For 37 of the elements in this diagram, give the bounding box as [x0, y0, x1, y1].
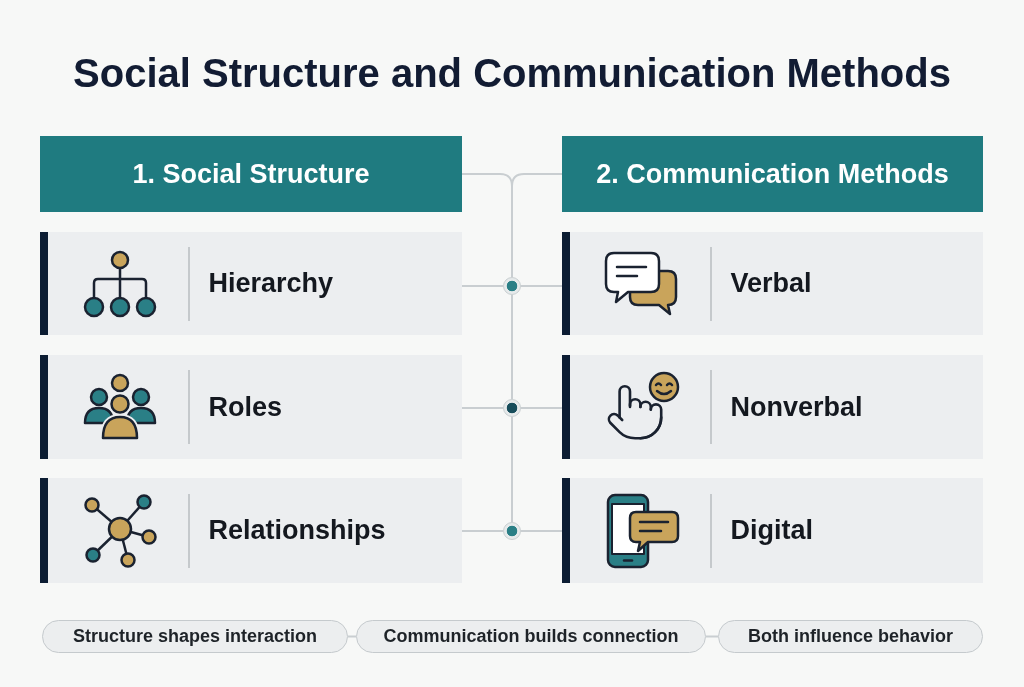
item-label: Nonverbal	[730, 391, 863, 423]
summary-pill	[718, 620, 983, 653]
item-card	[40, 478, 462, 583]
junction-dot	[503, 277, 521, 295]
item-label: Relationships	[208, 515, 386, 546]
summary-pill	[42, 620, 348, 653]
item-label: Hierarchy	[208, 268, 334, 299]
junction-dot	[503, 399, 521, 417]
connector-line	[511, 416, 513, 523]
item-card	[562, 232, 983, 335]
connector-line	[520, 285, 563, 287]
item-label: Roles	[208, 391, 283, 423]
summary-text: Communication builds connection	[383, 626, 679, 647]
connector-line	[705, 635, 719, 638]
item-card	[562, 355, 983, 459]
section-header	[562, 136, 983, 212]
item-label: Digital	[730, 515, 813, 546]
connector-line	[461, 407, 504, 409]
summary-pill	[356, 620, 706, 653]
junction-dot	[503, 522, 521, 540]
item-card	[40, 232, 462, 335]
connector-line	[461, 530, 504, 532]
summary-text: Structure shapes interaction	[72, 626, 318, 647]
connector-line	[520, 407, 563, 409]
connector-line	[511, 294, 513, 400]
item-card	[562, 478, 983, 583]
header-title: 2. Communication Methods	[596, 158, 949, 190]
header-title: 1. Social Structure	[132, 158, 370, 190]
diagram-title: Social Structure and Communication Methods	[72, 50, 952, 97]
connector-line	[461, 285, 504, 287]
item-card	[40, 355, 462, 459]
summary-text: Both influence behavior	[748, 626, 953, 647]
section-header	[40, 136, 462, 212]
connector-line	[511, 173, 563, 278]
connector-line	[347, 635, 357, 638]
connector-line	[520, 530, 563, 532]
item-label: Verbal	[730, 268, 812, 299]
